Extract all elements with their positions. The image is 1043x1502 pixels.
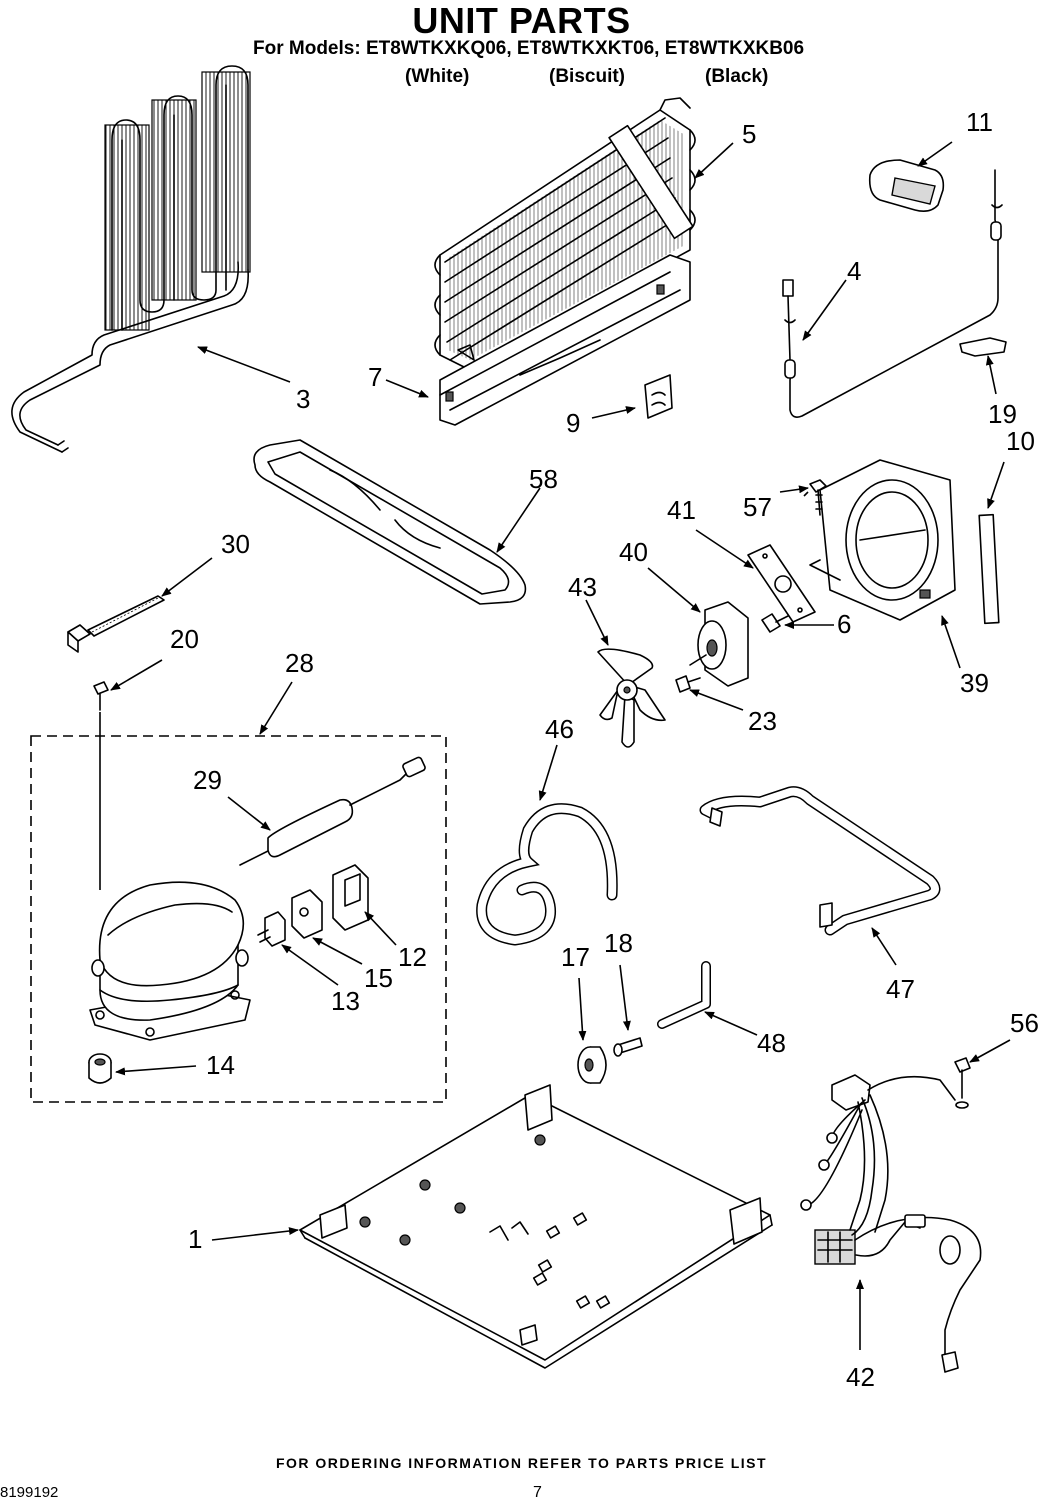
- short-tube: [657, 961, 711, 1029]
- callout-19: 19: [988, 399, 1017, 429]
- clip: [959, 337, 1007, 357]
- callout-17: 17: [561, 942, 590, 972]
- roller: [577, 1046, 607, 1084]
- bracket: [644, 374, 673, 419]
- screw-23: [675, 675, 701, 693]
- leader-lines: [99, 141, 1011, 1350]
- callout-42: 42: [846, 1362, 875, 1392]
- callout-30: 30: [221, 529, 250, 559]
- drain-pan: [253, 439, 527, 605]
- compressor-kit-box: [30, 735, 447, 1103]
- base-pan: [299, 1084, 773, 1369]
- condenser: [11, 65, 251, 453]
- tubing-loop: [476, 803, 618, 946]
- document-number: 8199192: [0, 1484, 59, 1501]
- callout-11: 11: [966, 107, 993, 137]
- screw-56: [954, 1057, 971, 1109]
- callout-56: 56: [1010, 1008, 1039, 1038]
- callout-47: 47: [886, 974, 915, 1004]
- relay-assembly: [332, 864, 369, 931]
- grommet: [88, 1053, 112, 1084]
- terminal-cover: [257, 911, 286, 947]
- compressor: [89, 881, 251, 1041]
- callout-4: 4: [847, 256, 861, 286]
- wire-harness: [800, 1074, 982, 1373]
- page-number: 7: [533, 1484, 542, 1501]
- callout-18: 18: [604, 928, 633, 958]
- callout-43: 43: [568, 572, 597, 602]
- motor-mount-plate: [747, 544, 816, 623]
- ordering-note: FOR ORDERING INFORMATION REFER TO PARTS …: [275, 1455, 768, 1471]
- fan-blade: [597, 648, 666, 748]
- callout-10: 10: [1006, 426, 1035, 456]
- callout-57: 57: [743, 492, 772, 522]
- overload: [291, 889, 323, 939]
- filter-drier: [239, 756, 426, 866]
- callout-12: 12: [398, 942, 427, 972]
- page-title: UNIT PARTS: [412, 0, 631, 41]
- cable-tie: [67, 595, 165, 653]
- sensor-harness: [782, 169, 1003, 418]
- callout-labels: 3 5 11 4 7 9 19 10 58 30 20 28 29 12 15 …: [170, 107, 1039, 1392]
- callout-20: 20: [170, 624, 199, 654]
- axle-pin: [613, 1037, 643, 1057]
- foam-strip: [978, 513, 1000, 625]
- callout-46: 46: [545, 714, 574, 744]
- callout-15: 15: [364, 963, 393, 993]
- callout-41: 41: [667, 495, 696, 525]
- callout-28: 28: [285, 648, 314, 678]
- callout-23: 23: [748, 706, 777, 736]
- screw-6: [761, 613, 789, 633]
- cap: [868, 159, 945, 212]
- drain-trough: [439, 254, 691, 426]
- callout-48: 48: [757, 1028, 786, 1058]
- callout-40: 40: [619, 537, 648, 567]
- callout-1: 1: [188, 1224, 202, 1254]
- screw-20: [93, 681, 109, 711]
- callout-58: 58: [529, 464, 558, 494]
- callout-13: 13: [331, 986, 360, 1016]
- variant-white: (White): [405, 66, 470, 87]
- screw: [809, 479, 827, 516]
- callout-7: 7: [368, 362, 382, 392]
- callout-29: 29: [193, 765, 222, 795]
- callout-5: 5: [742, 119, 756, 149]
- variant-black: (Black): [705, 66, 769, 87]
- models-line: For Models: ET8WTKXKQ06, ET8WTKXKT06, ET…: [253, 38, 805, 59]
- callout-9: 9: [566, 408, 580, 438]
- callout-6: 6: [837, 609, 851, 639]
- callout-3: 3: [296, 384, 310, 414]
- callout-14: 14: [206, 1050, 235, 1080]
- fan-shroud: [809, 459, 956, 621]
- evaporator: [434, 97, 696, 371]
- callout-39: 39: [960, 668, 989, 698]
- suction-line: [699, 786, 941, 936]
- fan-motor: [689, 601, 749, 687]
- variant-biscuit: (Biscuit): [549, 66, 625, 87]
